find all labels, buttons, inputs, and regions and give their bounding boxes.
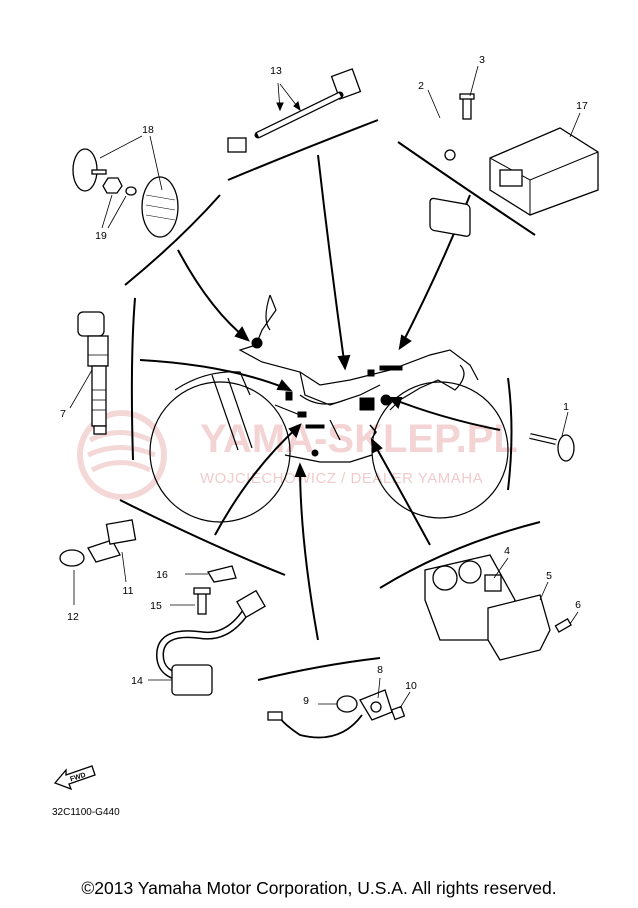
callout-6: 6 bbox=[575, 599, 581, 611]
callout-18: 18 bbox=[142, 124, 154, 136]
o-ring-9-icon bbox=[336, 695, 358, 713]
bracket-crank-group bbox=[119, 499, 286, 576]
callout-7: 7 bbox=[60, 408, 66, 420]
watermark-main-text: YAMA-SKLEP.PL bbox=[200, 417, 518, 461]
sensor-5-icon bbox=[487, 594, 551, 661]
callout-4: 4 bbox=[504, 545, 510, 557]
watermark-sub-text: WOJCIECHOWICZ / DEALER YAMAHA bbox=[200, 470, 483, 487]
callout-2: 2 bbox=[418, 80, 424, 92]
ignition-coil bbox=[69, 311, 109, 435]
callout-5: 5 bbox=[546, 570, 552, 582]
bracket-coil-group bbox=[130, 297, 136, 461]
watermark-logo-icon bbox=[77, 410, 167, 500]
bolt-10-icon bbox=[390, 705, 406, 721]
bracket-speed-group bbox=[257, 657, 381, 681]
crank-sensor-body-icon bbox=[105, 519, 137, 545]
callout-14: 14 bbox=[131, 675, 143, 687]
ignition-coil-cap-icon bbox=[77, 311, 105, 337]
speed-sensor-connector-icon bbox=[267, 711, 283, 721]
sensor-screw-icon bbox=[462, 96, 472, 120]
screw-6-icon bbox=[554, 618, 572, 633]
o-ring-12-icon bbox=[59, 549, 85, 567]
throttle-sensor-assembly bbox=[424, 554, 579, 661]
callout-8: 8 bbox=[377, 664, 383, 676]
reflector-bolt-icon bbox=[91, 169, 107, 175]
fwd-arrow-icon: FWD bbox=[53, 765, 96, 791]
callout-19: 19 bbox=[95, 230, 107, 242]
bracket-sensor1-group bbox=[507, 377, 513, 491]
callout-13: 13 bbox=[270, 65, 282, 77]
callout-numbers: 1 2 3 4 5 6 7 8 9 10 11 12 13 14 15 16 1… bbox=[60, 54, 588, 707]
callout-1: 1 bbox=[563, 401, 569, 413]
frame-component-markers bbox=[251, 337, 403, 457]
bracket-reflector-group bbox=[124, 194, 221, 286]
bracket-ecu-group bbox=[397, 141, 536, 236]
lead-connector-icon bbox=[330, 68, 362, 100]
callout-10: 10 bbox=[405, 680, 417, 692]
group-brackets bbox=[119, 119, 541, 681]
reflector-washer-icon bbox=[125, 186, 137, 196]
harness-connector-icon bbox=[236, 589, 266, 619]
callout-9: 9 bbox=[303, 695, 309, 707]
callout-17: 17 bbox=[576, 100, 588, 112]
reflector-assembly bbox=[72, 135, 179, 238]
clamp-16-icon bbox=[206, 565, 237, 583]
lead-terminal-icon bbox=[227, 137, 247, 153]
callout-15: 15 bbox=[150, 600, 162, 612]
bolt-15-icon bbox=[197, 591, 207, 615]
diagram-code: 32C1100-G440 bbox=[52, 807, 120, 818]
sensor-4-icon bbox=[484, 574, 502, 592]
crank-position-harness bbox=[148, 565, 266, 696]
motorcycle-frame-outline bbox=[149, 294, 509, 523]
crank-sensor bbox=[59, 519, 137, 605]
callout-16: 16 bbox=[156, 569, 168, 581]
parts-diagram: YAMA-SKLEP.PL WOJCIECHOWICZ / DEALER YAM… bbox=[52, 54, 599, 818]
lead-wire-assembly bbox=[227, 68, 362, 153]
ecu-assembly bbox=[427, 65, 599, 237]
pressure-sensor-icon bbox=[429, 197, 471, 237]
speed-sensor-assembly bbox=[267, 677, 411, 739]
callout-12: 12 bbox=[67, 611, 79, 623]
sensor-1 bbox=[529, 411, 575, 462]
watermark: YAMA-SKLEP.PL WOJCIECHOWICZ / DEALER YAM… bbox=[77, 410, 518, 500]
crank-position-sensor-icon bbox=[171, 664, 213, 696]
callout-11: 11 bbox=[123, 585, 134, 597]
bracket-throttle-group bbox=[379, 521, 541, 589]
copyright-notice: ©2013 Yamaha Motor Corporation, U.S.A. A… bbox=[81, 878, 557, 898]
fwd-label: FWD bbox=[69, 772, 86, 784]
reflector-housing-icon bbox=[141, 176, 179, 238]
callout-3: 3 bbox=[479, 54, 485, 66]
sensor-1-body-icon bbox=[557, 434, 575, 462]
reflector-nut-icon bbox=[102, 177, 123, 194]
ecu-unit-icon bbox=[489, 127, 599, 216]
bracket-lead-group bbox=[227, 119, 379, 181]
